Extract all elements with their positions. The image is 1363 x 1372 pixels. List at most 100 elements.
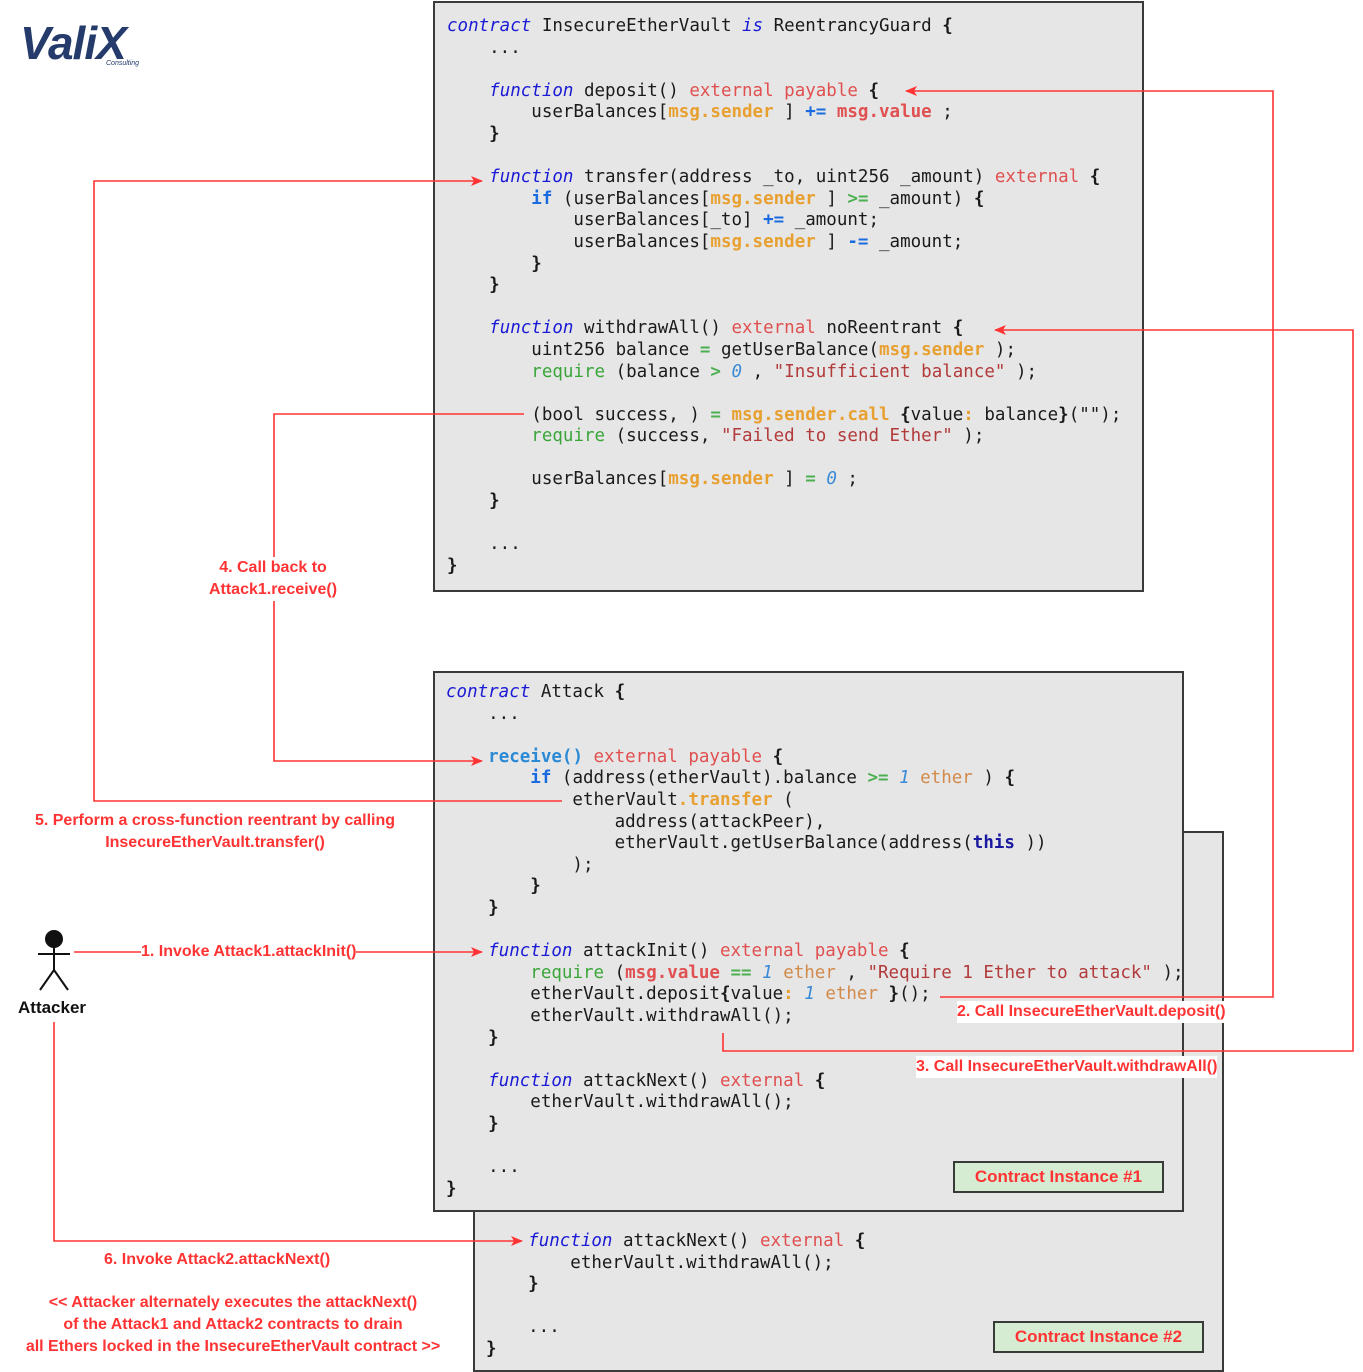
- code-token: }: [488, 1113, 499, 1134]
- code-token: }: [489, 275, 500, 296]
- code-token: ();: [899, 984, 931, 1005]
- code-token: ;: [942, 102, 953, 123]
- code-token: {: [1089, 167, 1101, 188]
- vault-code: contract InsecureEtherVault is Reentranc…: [447, 16, 1121, 577]
- code-token: }: [888, 984, 900, 1005]
- code-token: userBalances[: [447, 469, 669, 490]
- code-token: msg.sender: [668, 102, 785, 123]
- step5-label: 5. Perform a cross-function reentrant by…: [10, 810, 420, 854]
- code-token: ...: [447, 534, 521, 555]
- code-token: msg.value: [625, 962, 731, 983]
- code-token: ]: [826, 188, 848, 209]
- code-line: ...: [446, 704, 1184, 726]
- code-token: value: [730, 984, 784, 1005]
- code-line: if (userBalances[msg.sender ] >= _amount…: [447, 189, 1121, 211]
- code-line: require (balance > 0 , "Insufficient bal…: [447, 362, 1121, 384]
- code-token: ): [983, 768, 1005, 789]
- code-token: )): [1025, 833, 1047, 854]
- logo-brand: ValiX: [20, 17, 127, 69]
- code-line: }: [446, 898, 1184, 920]
- code-line: }: [447, 124, 1121, 146]
- code-token: "Failed to send Ether": [720, 426, 964, 447]
- code-line: );: [446, 855, 1184, 877]
- code-token: is: [742, 16, 774, 36]
- code-line: function attackNext() external {: [446, 1071, 1184, 1093]
- code-token: function: [488, 941, 583, 962]
- code-token: ,: [752, 361, 774, 382]
- code-line: etherVault.getUserBalance(address(this )…: [446, 833, 1184, 855]
- step4-label: 4. Call back to Attack1.receive(): [202, 557, 344, 601]
- valix-logo: ValiX Consulting: [20, 16, 139, 70]
- code-token: msg.sender: [879, 339, 995, 360]
- code-token: etherVault.withdrawAll();: [446, 1005, 794, 1026]
- code-token: =: [805, 469, 827, 490]
- code-token: attackNext(): [582, 1070, 720, 1091]
- code-token: }: [530, 876, 541, 897]
- code-token: etherVault: [446, 789, 678, 810]
- code-line: contract Attack {: [446, 682, 1184, 704]
- code-token: {: [973, 188, 985, 209]
- code-token: +=: [763, 210, 795, 231]
- code-token: }: [488, 1027, 499, 1048]
- step4-line1: 4. Call back to: [219, 559, 327, 576]
- code-token: require: [531, 361, 616, 382]
- code-token: etherVault.withdrawAll();: [486, 1252, 834, 1273]
- code-token: msg.sender.call: [731, 404, 901, 425]
- code-token: );: [963, 426, 985, 447]
- code-line: etherVault.transfer (: [446, 790, 1184, 812]
- step5-line1: 5. Perform a cross-function reentrant by…: [34, 812, 396, 829]
- note-line2: of the Attack1 and Attack2 contracts to …: [63, 1316, 403, 1333]
- code-token: (userBalances[: [562, 188, 711, 209]
- code-token: (bool success, ): [447, 404, 711, 425]
- code-token: etherVault.deposit: [446, 984, 720, 1005]
- code-token: (: [614, 962, 626, 983]
- code-token: external payable: [593, 746, 773, 767]
- code-token: :: [963, 404, 985, 425]
- step3-label: 3. Call InsecureEtherVault.withdrawAll(): [916, 1056, 1218, 1078]
- code-token: userBalances[: [447, 231, 711, 252]
- arrow-step5: [93, 176, 562, 802]
- code-line: etherVault.withdrawAll();: [486, 1253, 865, 1275]
- code-token: 1: [804, 984, 826, 1005]
- code-token: =: [710, 404, 732, 425]
- code-token: uint256 balance: [447, 339, 700, 360]
- attack-code: contract Attack { ... receive() external…: [446, 682, 1184, 1200]
- code-line: require (msg.value == 1 ether , "Require…: [446, 962, 1183, 985]
- code-line: function deposit() external payable {: [447, 81, 1121, 103]
- code-token: {: [900, 404, 911, 425]
- code-token: if: [530, 768, 562, 789]
- code-token: require: [531, 426, 616, 447]
- code-token: {: [952, 318, 964, 339]
- code-token: {: [1004, 768, 1015, 789]
- code-token: >=: [867, 768, 900, 789]
- code-line: function transfer(address _to, uint256 _…: [447, 167, 1121, 189]
- code-token: contract: [447, 16, 542, 36]
- code-token: ether: [783, 962, 847, 983]
- code-token: -=: [847, 231, 879, 252]
- code-line: require (success, "Failed to send Ether"…: [447, 426, 1121, 448]
- arrow-step2: [905, 86, 1274, 998]
- code-token: =: [699, 339, 721, 360]
- code-line: userBalances[msg.sender ] -= _amount;: [447, 232, 1121, 254]
- code-token: userBalances[: [447, 102, 669, 123]
- code-token: "Require 1 Ether to attack": [867, 962, 1163, 983]
- arrow-step3: [722, 325, 1354, 1052]
- vault-contract-box: [433, 1, 1144, 592]
- code-token: }: [486, 1338, 497, 1359]
- instance2-label: Contract Instance #2: [993, 1321, 1204, 1353]
- code-line: ...: [486, 1317, 865, 1339]
- code-token: address(attackPeer),: [446, 811, 826, 832]
- code-token: }: [528, 1274, 539, 1295]
- code-line: ...: [447, 534, 1121, 556]
- code-token: contract: [446, 682, 541, 702]
- code-token: function: [489, 167, 584, 188]
- code-token: balance: [984, 404, 1059, 425]
- code-token: require: [530, 962, 615, 983]
- code-token: (success,: [615, 426, 721, 447]
- code-line: }: [446, 1028, 1184, 1050]
- code-token: {: [942, 16, 953, 36]
- code-token: ...: [446, 1157, 520, 1178]
- attack-contract-box: [433, 671, 1184, 1212]
- code-token: ether: [825, 984, 889, 1005]
